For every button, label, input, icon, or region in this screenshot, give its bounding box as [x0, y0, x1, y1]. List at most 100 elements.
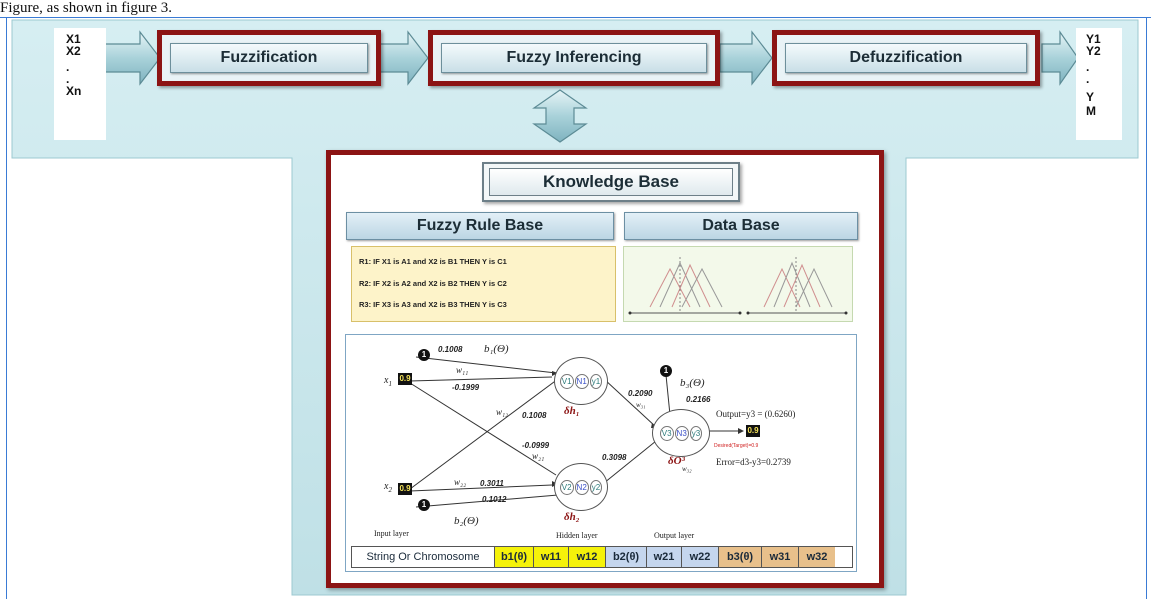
chromosome-cell-b3: b3(θ) [719, 547, 762, 567]
chromosome-cell-w12: w12 [569, 547, 606, 567]
output-y: Y [1086, 90, 1095, 104]
arrow-output [1041, 30, 1079, 86]
bias-node-top: 1 [418, 349, 430, 361]
neuron2-n: N2 [574, 479, 589, 495]
input-x1: X1 [66, 32, 81, 46]
neuron3-n: N3 [674, 425, 689, 441]
weight-w11: -0.1999 [452, 383, 480, 392]
chromosome-cell-w31: w31 [762, 547, 799, 567]
weight-w21: -0.0999 [522, 441, 550, 450]
b3-label: b₃(Θ) [680, 377, 705, 389]
w31-symbol: w₃₁ [636, 401, 646, 409]
defuzzification-stage: Defuzzification [772, 30, 1040, 86]
inferencing-stage: Fuzzy Inferencing [428, 30, 720, 86]
weight-w12: 0.1008 [522, 411, 547, 420]
outputs-box: Y1 Y2 . . Y M [1076, 28, 1122, 140]
output-neuron: V3 N3 y3 [652, 409, 710, 457]
chromosome-cell-w32: w32 [799, 547, 835, 567]
delta-o3: δO³ [668, 455, 685, 467]
frame-right-line [1146, 17, 1147, 599]
x1-symbol-sub: 1 [388, 380, 392, 388]
chromosome-cell-w11: w11 [534, 547, 569, 567]
hidden-layer-label: Hidden layer [556, 531, 598, 540]
output-dot2: . [1086, 72, 1090, 86]
output-y1: Y1 [1086, 32, 1101, 46]
b1-label: b₁(Θ) [484, 343, 509, 355]
x2-value-box: 0.9 [398, 483, 412, 495]
chromosome-label: String Or Chromosome [352, 547, 495, 567]
w21-symbol: w₂₁ [532, 451, 545, 461]
input-xn: Xn [66, 84, 82, 98]
input-x2: X2 [66, 44, 81, 58]
arrow-input [103, 30, 161, 86]
neuron2-y: y2 [589, 479, 603, 495]
chromosome-cell-b1: b1(θ) [495, 547, 534, 567]
w22-symbol: w₂₂ [454, 477, 467, 487]
weight-b2: 0.1012 [482, 495, 507, 504]
weight-w31: 0.2090 [628, 389, 653, 398]
neuron3-y: y3 [689, 425, 703, 441]
output-m: M [1086, 104, 1096, 118]
bias-node-bottom: 1 [418, 499, 430, 511]
desired-text: Desired(Target)=0.9 [714, 443, 759, 449]
knowledge-base-title: Knowledge Base [489, 168, 733, 196]
neuron1-y: y1 [589, 373, 603, 389]
chromosome-cell-b2: b2(θ) [606, 547, 647, 567]
bias-output-value: 1 [663, 366, 669, 375]
weight-w32: 0.3098 [602, 453, 627, 462]
neuron1-n: N1 [574, 373, 589, 389]
weight-w22: 0.3011 [480, 479, 504, 488]
output-value-box: 0.9 [746, 425, 760, 437]
rule-2: R2: IF X2 is A2 and X2 is B2 THEN Y is C… [359, 279, 507, 288]
bias-top-value: 1 [421, 350, 427, 359]
x1-value-box: 0.9 [398, 373, 412, 385]
arrow-stage2 [719, 30, 773, 86]
weight-b1: 0.1008 [438, 345, 463, 354]
neuron1-v: V1 [559, 373, 574, 389]
bias-node-output: 1 [660, 365, 672, 377]
neural-network-panel: 1 1 1 0.9 0.9 0.9 x1 x2 0.1008 b₁(Θ) w₁₁… [345, 334, 857, 572]
x2-symbol: x2 [384, 481, 392, 494]
output-dot1: . [1086, 60, 1090, 74]
inputs-box: X1 X2 . . Xn [54, 28, 106, 140]
w11-symbol: w₁₁ [456, 365, 469, 375]
x1-symbol: x1 [384, 375, 392, 388]
b2-label: b₂(Θ) [454, 515, 479, 527]
output-y2: Y2 [1086, 44, 1101, 58]
chromosome-string: String Or Chromosome b1(θ) w11 w12 b2(θ)… [351, 546, 853, 568]
frame-left-line [6, 17, 7, 599]
defuzzification-label: Defuzzification [785, 43, 1027, 73]
data-base-tab: Data Base [624, 212, 858, 240]
rule-base-panel: R1: IF X1 is A1 and X2 is B1 THEN Y is C… [351, 246, 616, 322]
knowledge-base-title-box: Knowledge Base [482, 162, 740, 202]
chromosome-cell-w22: w22 [682, 547, 719, 567]
arrow-updown [532, 89, 588, 143]
delta-h2: δh₂ [564, 511, 580, 523]
bias-bottom-value: 1 [421, 500, 427, 509]
neuron3-v: V3 [659, 425, 674, 441]
frame-top-line [0, 17, 1151, 18]
input-dot2: . [66, 72, 70, 86]
hidden-neuron-1: V1 N1 y1 [554, 357, 608, 405]
delta-h1: δh₁ [564, 405, 580, 417]
x2-symbol-letter: x [384, 481, 389, 492]
network-connections [409, 356, 744, 508]
neuron2-v: V2 [559, 479, 574, 495]
rule-base-tab: Fuzzy Rule Base [346, 212, 614, 240]
input-dot1: . [66, 60, 70, 74]
x1-symbol-letter: x [384, 375, 389, 386]
x2-symbol-sub: 2 [388, 486, 392, 494]
membership-functions-graph [628, 257, 848, 315]
output-layer-label: Output layer [654, 531, 695, 540]
hidden-neuron-2: V2 N2 y2 [554, 463, 608, 511]
fuzzification-label: Fuzzification [170, 43, 368, 73]
error-text: Error=d3-y3=0.2739 [716, 457, 791, 467]
input-layer-label: Input layer [374, 529, 409, 538]
inferencing-label: Fuzzy Inferencing [441, 43, 707, 73]
output-text: Output=y3 = (0.6260) [716, 409, 796, 419]
fuzzification-stage: Fuzzification [157, 30, 381, 86]
data-base-panel [623, 246, 853, 322]
chromosome-cell-w21: w21 [647, 547, 682, 567]
w12-symbol: w₁₂ [496, 407, 509, 417]
